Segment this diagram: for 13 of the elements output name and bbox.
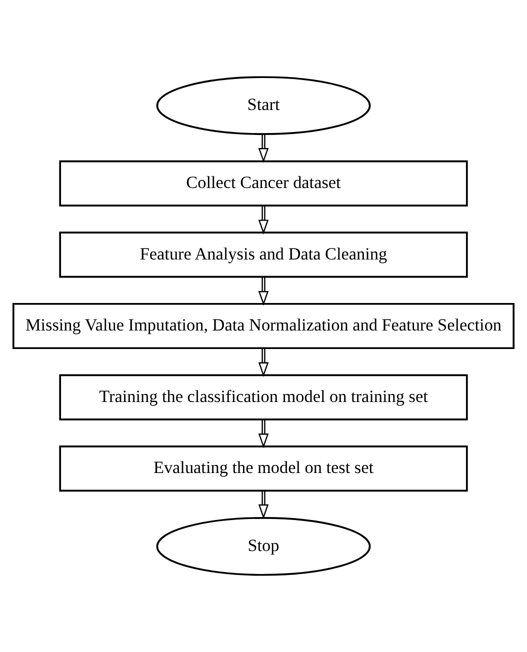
arrow	[258, 134, 269, 163]
arrow	[258, 348, 269, 378]
node-box: Training the classification model on training set	[59, 374, 468, 420]
arrow	[258, 490, 269, 520]
arrow	[258, 206, 269, 234]
node-box: Missing Value Imputation, Data Normalization and Feature Selection	[12, 302, 515, 350]
arrow	[258, 276, 269, 306]
node-box: Collect Cancer dataset	[59, 160, 468, 206]
node-box: Feature Analysis and Data Cleaning	[59, 232, 468, 278]
node-ellipse: Start	[156, 76, 371, 135]
node-box: Evaluating the model on test set	[59, 446, 468, 492]
arrow	[258, 420, 269, 448]
node-ellipse: Stop	[156, 517, 371, 576]
